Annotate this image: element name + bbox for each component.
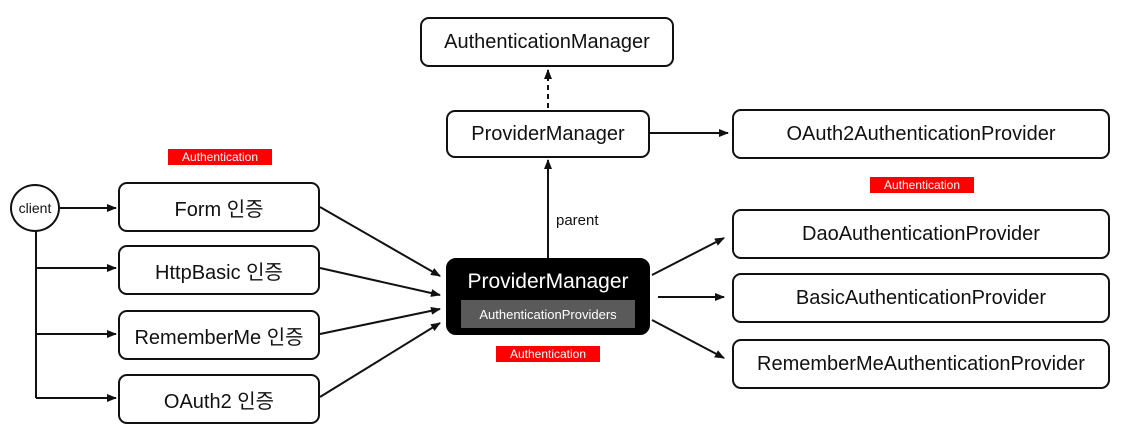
httpbasic-auth-label: HttpBasic 인증 <box>155 261 283 284</box>
parent-provider-manager-box: ProviderManager <box>446 110 650 158</box>
rememberme-to-manager-arrow <box>319 306 441 335</box>
rememberme-auth-box: RememberMe 인증 <box>118 310 320 360</box>
client-node: client <box>10 184 60 232</box>
oauth2-auth-label: OAuth2 인증 <box>163 390 275 413</box>
parent-provider-manager-label: ProviderManager <box>471 122 625 145</box>
dao-provider-label: DaoAuthenticationProvider <box>802 222 1040 245</box>
httpbasic-to-manager-arrow <box>319 267 441 297</box>
basic-provider-label: BasicAuthenticationProvider <box>795 286 1047 309</box>
dao-provider-box: DaoAuthenticationProvider <box>732 209 1110 259</box>
authentication-providers-label: AuthenticationProviders <box>479 306 617 322</box>
rememberme-provider-label: RememberMeAuthenticationProvider <box>757 352 1085 375</box>
basic-provider-box: BasicAuthenticationProvider <box>732 273 1110 323</box>
client-label: client <box>18 200 52 216</box>
rememberme-provider-box: RememberMeAuthenticationProvider <box>732 339 1110 389</box>
oauth2-to-manager-arrow <box>319 322 441 398</box>
authentication-manager-label: AuthenticationManager <box>444 30 650 53</box>
authentication-providers-box: AuthenticationProviders <box>461 300 635 328</box>
oauth2-provider-label: OAuth2AuthenticationProvider <box>786 122 1056 145</box>
oauth2-provider-box: OAuth2AuthenticationProvider <box>732 109 1110 159</box>
authentication-tag-input: Authentication <box>168 149 272 165</box>
form-to-manager-arrow <box>319 206 441 277</box>
manager-to-dao-arrow <box>651 237 725 276</box>
form-auth-box: Form 인증 <box>118 182 320 232</box>
authentication-manager-box: AuthenticationManager <box>420 17 674 67</box>
authentication-tag-provider: Authentication <box>870 177 974 193</box>
httpbasic-auth-box: HttpBasic 인증 <box>118 245 320 295</box>
provider-manager-main-title: ProviderManager <box>467 270 629 293</box>
form-auth-label: Form 인증 <box>174 198 264 221</box>
oauth2-auth-box: OAuth2 인증 <box>118 374 320 424</box>
manager-to-rememberme-provider-arrow <box>651 319 725 359</box>
rememberme-auth-label: RememberMe 인증 <box>134 326 304 349</box>
parent-edge-label: parent <box>556 212 599 229</box>
provider-manager-main: ProviderManager AuthenticationProviders <box>446 258 650 335</box>
authentication-tag-manager: Authentication <box>496 346 600 362</box>
